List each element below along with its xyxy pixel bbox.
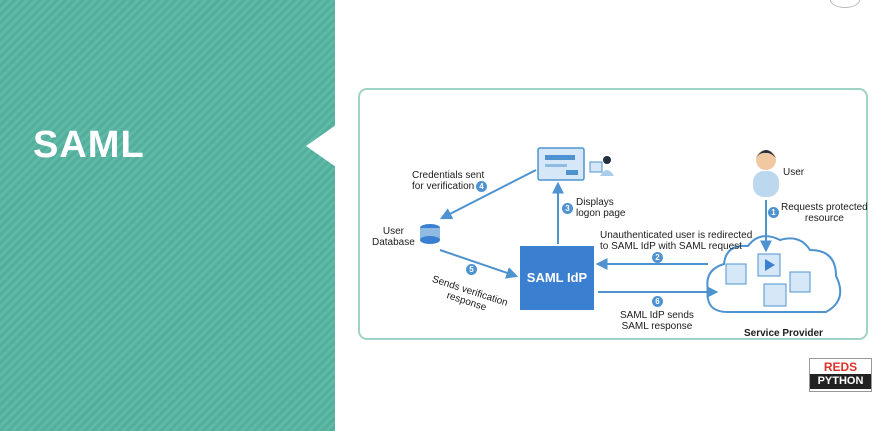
- slide-title: SAML: [33, 124, 145, 166]
- logon-page-icon: [537, 147, 585, 181]
- flow-arrows: [439, 169, 772, 298]
- step-6-badge: 6: [652, 296, 663, 307]
- step-4-line2: for verification: [412, 181, 475, 192]
- step-2-line2: to SAML IdP with SAML request: [600, 241, 742, 252]
- reds-python-logo: REDS PYTHON: [809, 358, 872, 392]
- step-2-badge: 2: [652, 252, 663, 263]
- step-1-label: Requests protected resource: [781, 202, 868, 224]
- step-4-line1: Credentials sent: [412, 170, 485, 181]
- step-4-badge: 4: [476, 181, 487, 192]
- step-6-label: SAML IdP sends SAML response: [620, 310, 694, 332]
- step-3-badge: 3: [562, 203, 573, 214]
- step-3-line2: logon page: [576, 208, 626, 219]
- saml-idp-box: SAML IdP: [520, 246, 594, 310]
- service-provider-label: Service Provider: [744, 328, 823, 339]
- step-2-line1: Unauthenticated user is redirected: [600, 230, 753, 241]
- step-4-label: Credentials sent for verification: [412, 170, 484, 192]
- slide-left-panel: [0, 0, 335, 431]
- step-6-line2: SAML response: [621, 321, 693, 332]
- panel-notch: [306, 125, 336, 167]
- database-icon: [420, 224, 440, 244]
- step-3-label: Displays logon page: [576, 197, 626, 219]
- step-1-badge: 1: [768, 207, 779, 218]
- step-2-label: Unauthenticated user is redirected to SA…: [600, 230, 752, 252]
- step-1-line1: Requests protected: [781, 202, 868, 213]
- step-3-line1: Displays: [576, 197, 614, 208]
- logo-bottom-text: PYTHON: [810, 374, 871, 389]
- user-database-label: User Database: [372, 226, 415, 248]
- user-database-label-line2: Database: [372, 237, 415, 248]
- user-database-label-line1: User: [382, 226, 404, 237]
- logo-top-text: REDS: [823, 360, 858, 374]
- small-user-icon: [589, 156, 614, 176]
- step-5-badge: 5: [466, 264, 477, 275]
- user-icon: [753, 150, 779, 197]
- step-1-line2: resource: [804, 213, 844, 224]
- step-6-line1: SAML IdP sends: [620, 310, 694, 321]
- user-label: User: [783, 167, 805, 178]
